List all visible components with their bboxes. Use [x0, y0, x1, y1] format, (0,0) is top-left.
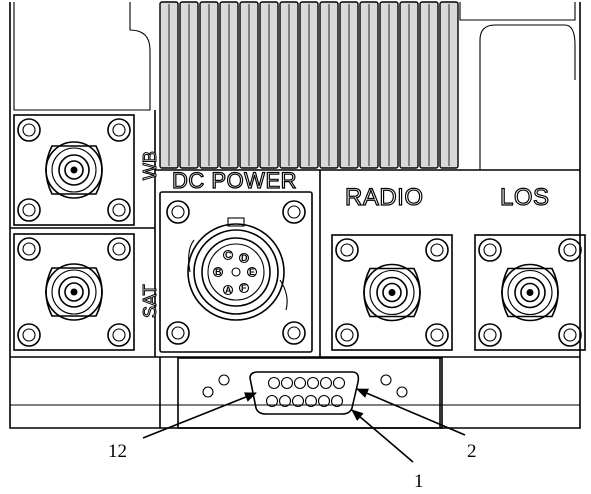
label-los: LOS: [500, 184, 550, 211]
data-pin: [317, 394, 331, 408]
label-sat: SAT: [140, 284, 160, 318]
mounting-screw: [107, 118, 131, 142]
mounting-screw: [425, 323, 449, 347]
data-pin: [293, 376, 307, 390]
data-pin: [304, 394, 318, 408]
dc-pin-letter: B: [215, 267, 222, 277]
mounting-screw: [558, 323, 582, 347]
panel-dividers: [10, 110, 580, 357]
dc-pin: [238, 282, 250, 294]
mounting-screw: [335, 323, 359, 347]
top-recess-left: [13, 2, 151, 111]
mounting-screw: [478, 238, 502, 262]
data-pin: [332, 376, 346, 390]
dc-pin-letter: A: [225, 285, 232, 295]
dc-pin: [212, 266, 224, 278]
callout-label-1: 1: [414, 471, 424, 492]
data-pin: [306, 376, 320, 390]
mounting-screw: [425, 238, 449, 262]
callout-arrow-1: [351, 409, 414, 463]
mounting-screw: [17, 198, 41, 222]
mounting-screw: [558, 238, 582, 262]
data-pin: [267, 376, 281, 390]
data-pin: [291, 394, 305, 408]
callout-arrow-12: [142, 392, 257, 439]
callout-arrow-2: [356, 388, 466, 436]
data-pin: [280, 376, 294, 390]
callout-label-2: 2: [467, 441, 477, 462]
data-pin: [330, 394, 344, 408]
los-connector: [474, 234, 586, 351]
dc-pin-letter: E: [249, 267, 255, 277]
dc-pin-letter: F: [241, 283, 247, 293]
heat-sink: [159, 1, 459, 169]
mounting-screw: [478, 323, 502, 347]
dc-pin: [238, 252, 250, 264]
dc-pin-letter: C: [225, 250, 232, 260]
label-dc-power: DC POWER: [172, 168, 297, 193]
mounting-screw: [107, 237, 131, 261]
wb-connector: [13, 114, 135, 226]
mounting-screw: [335, 238, 359, 262]
sat-connector: [13, 233, 135, 351]
data-pin: [265, 394, 279, 408]
dc-pin: [222, 249, 234, 261]
data-connector-pins: [265, 376, 346, 408]
top-recess-right: [459, 2, 580, 171]
data-connector: [202, 371, 408, 415]
dc-pin: [222, 284, 234, 296]
mounting-screw: [107, 198, 131, 222]
data-pin: [278, 394, 292, 408]
dc-pin-letter: D: [241, 253, 248, 263]
label-radio: RADIO: [345, 184, 424, 211]
mounting-screw: [17, 237, 41, 261]
radio-connector: [331, 234, 453, 351]
data-pin: [319, 376, 333, 390]
mounting-screw: [17, 118, 41, 142]
label-wb: WB: [140, 151, 160, 180]
mounting-screw: [107, 323, 131, 347]
dc-pin: [246, 266, 258, 278]
mounting-screw: [17, 323, 41, 347]
callout-label-12: 12: [108, 441, 127, 462]
